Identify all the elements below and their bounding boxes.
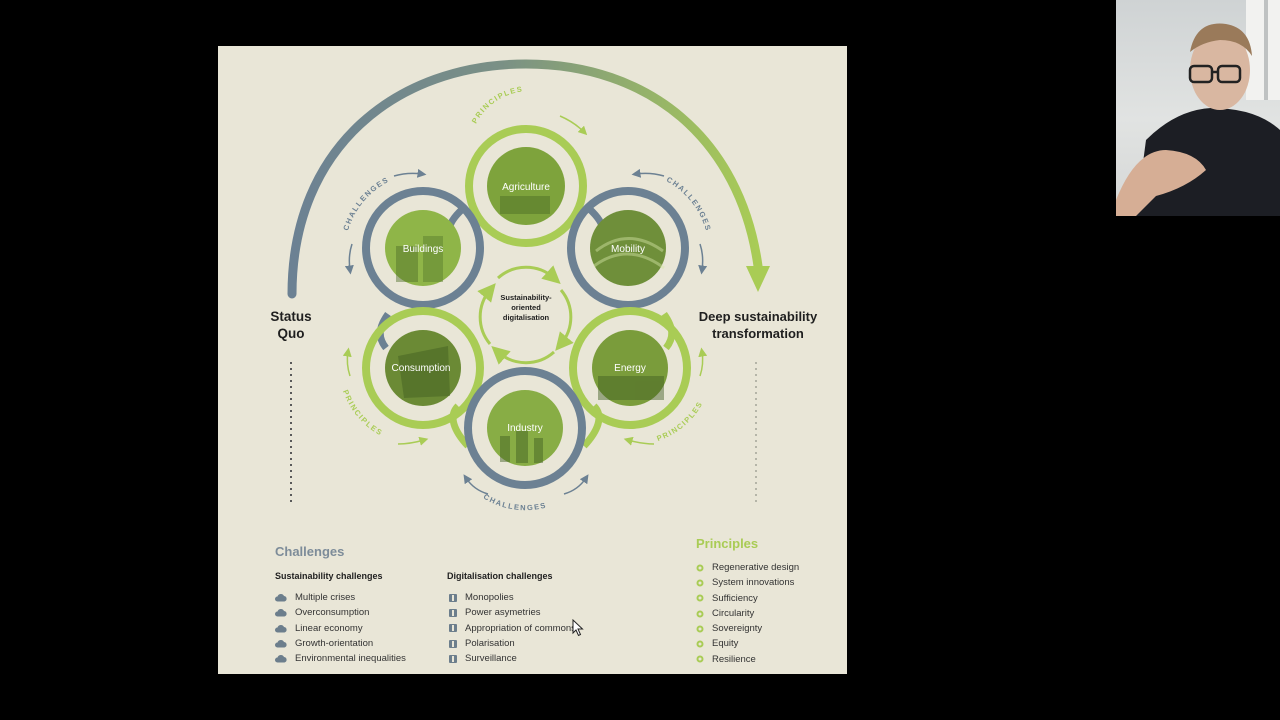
- list-item: Equity: [696, 636, 799, 651]
- legend-challenges-title: Challenges: [275, 544, 345, 559]
- leaf-icon: [696, 640, 704, 648]
- sustainability-challenges-list: Multiple crises Overconsumption Linear e…: [275, 590, 406, 666]
- deep-transformation-line2: transformation: [712, 326, 804, 341]
- leaf-icon: [696, 610, 704, 618]
- status-quo-label: Status Quo: [268, 308, 314, 342]
- sector-label-buildings: Buildings: [403, 244, 444, 255]
- list-item: Sovereignty: [696, 621, 799, 636]
- list-item: Appropriation of commons: [449, 621, 576, 636]
- status-quo-line2: Quo: [277, 326, 305, 341]
- ring-arrows: [342, 115, 708, 495]
- center-cycle-arrows: [477, 265, 574, 365]
- ring-label-challenges-right: CHALLENGES: [665, 175, 713, 233]
- ring-label-principles-left: PRINCIPLES: [341, 388, 385, 437]
- leaf-icon: [696, 564, 704, 572]
- status-quo-line1: Status: [270, 309, 312, 324]
- list-item: Resilience: [696, 652, 799, 667]
- digital-icon: [449, 624, 457, 633]
- list-item: Overconsumption: [275, 605, 406, 620]
- presentation-slide: PRINCIPLES PRINCIPLES PRINCIPLES CHALLEN…: [218, 46, 847, 674]
- center-label-line1: Sustainability-: [500, 293, 552, 302]
- sector-label-energy: Energy: [614, 363, 646, 374]
- list-item: Linear economy: [275, 621, 406, 636]
- sector-label-industry: Industry: [507, 423, 543, 434]
- cloud-icon: [275, 609, 287, 617]
- list-item: Monopolies: [449, 590, 576, 605]
- list-item: Surveillance: [449, 651, 576, 666]
- digital-icon: [449, 639, 457, 648]
- leaf-icon: [696, 625, 704, 633]
- deep-transformation-label: Deep sustainability transformation: [698, 308, 818, 342]
- list-item: Circularity: [696, 606, 799, 621]
- list-item: Multiple crises: [275, 590, 406, 605]
- presenter-silhouette: [1116, 0, 1280, 216]
- list-item: System innovations: [696, 575, 799, 590]
- center-label-line3: digitalisation: [503, 313, 550, 322]
- center-label-line2: oriented: [511, 303, 541, 312]
- cloud-icon: [275, 624, 287, 633]
- leaf-icon: [696, 655, 704, 663]
- digitalisation-challenges-heading: Digitalisation challenges: [447, 571, 553, 581]
- list-item: Environmental inequalities: [275, 651, 406, 666]
- legend-principles-title: Principles: [696, 536, 759, 551]
- sustainability-challenges-heading: Sustainability challenges: [275, 571, 383, 581]
- list-item: Sufficiency: [696, 591, 799, 606]
- list-item: Power asymetries: [449, 605, 576, 620]
- digitalisation-challenges-list: Monopolies Power asymetries Appropriatio…: [449, 590, 576, 666]
- list-item: Polarisation: [449, 636, 576, 651]
- digital-icon: [449, 593, 457, 602]
- sector-photo-textures: [396, 196, 665, 463]
- sustainability-diagram: PRINCIPLES PRINCIPLES PRINCIPLES CHALLEN…: [287, 59, 770, 512]
- ring-label-principles-top: PRINCIPLES: [470, 84, 524, 125]
- digital-icon: [449, 608, 457, 617]
- principles-list: Regenerative design System innovations S…: [696, 560, 799, 667]
- sector-label-agriculture: Agriculture: [502, 182, 550, 193]
- cloud-icon: [275, 594, 287, 602]
- sector-label-consumption: Consumption: [392, 363, 451, 374]
- mouse-cursor-icon: [572, 619, 584, 637]
- leaf-icon: [696, 579, 704, 587]
- digital-icon: [449, 654, 457, 663]
- leaf-icon: [696, 594, 704, 602]
- ring-label-principles-right: PRINCIPLES: [655, 399, 704, 443]
- webcam-video-feed: [1116, 0, 1280, 216]
- sector-label-mobility: Mobility: [611, 244, 645, 255]
- list-item: Regenerative design: [696, 560, 799, 575]
- list-item: Growth-orientation: [275, 636, 406, 651]
- cloud-icon: [275, 640, 287, 648]
- cloud-icon: [275, 655, 287, 663]
- ring-label-challenges-bottom: CHALLENGES: [482, 492, 548, 512]
- transformation-arrowhead: [746, 266, 770, 292]
- deep-transformation-line1: Deep sustainability: [698, 309, 818, 324]
- sector-rings: [362, 125, 691, 489]
- transformation-arc: [287, 59, 763, 299]
